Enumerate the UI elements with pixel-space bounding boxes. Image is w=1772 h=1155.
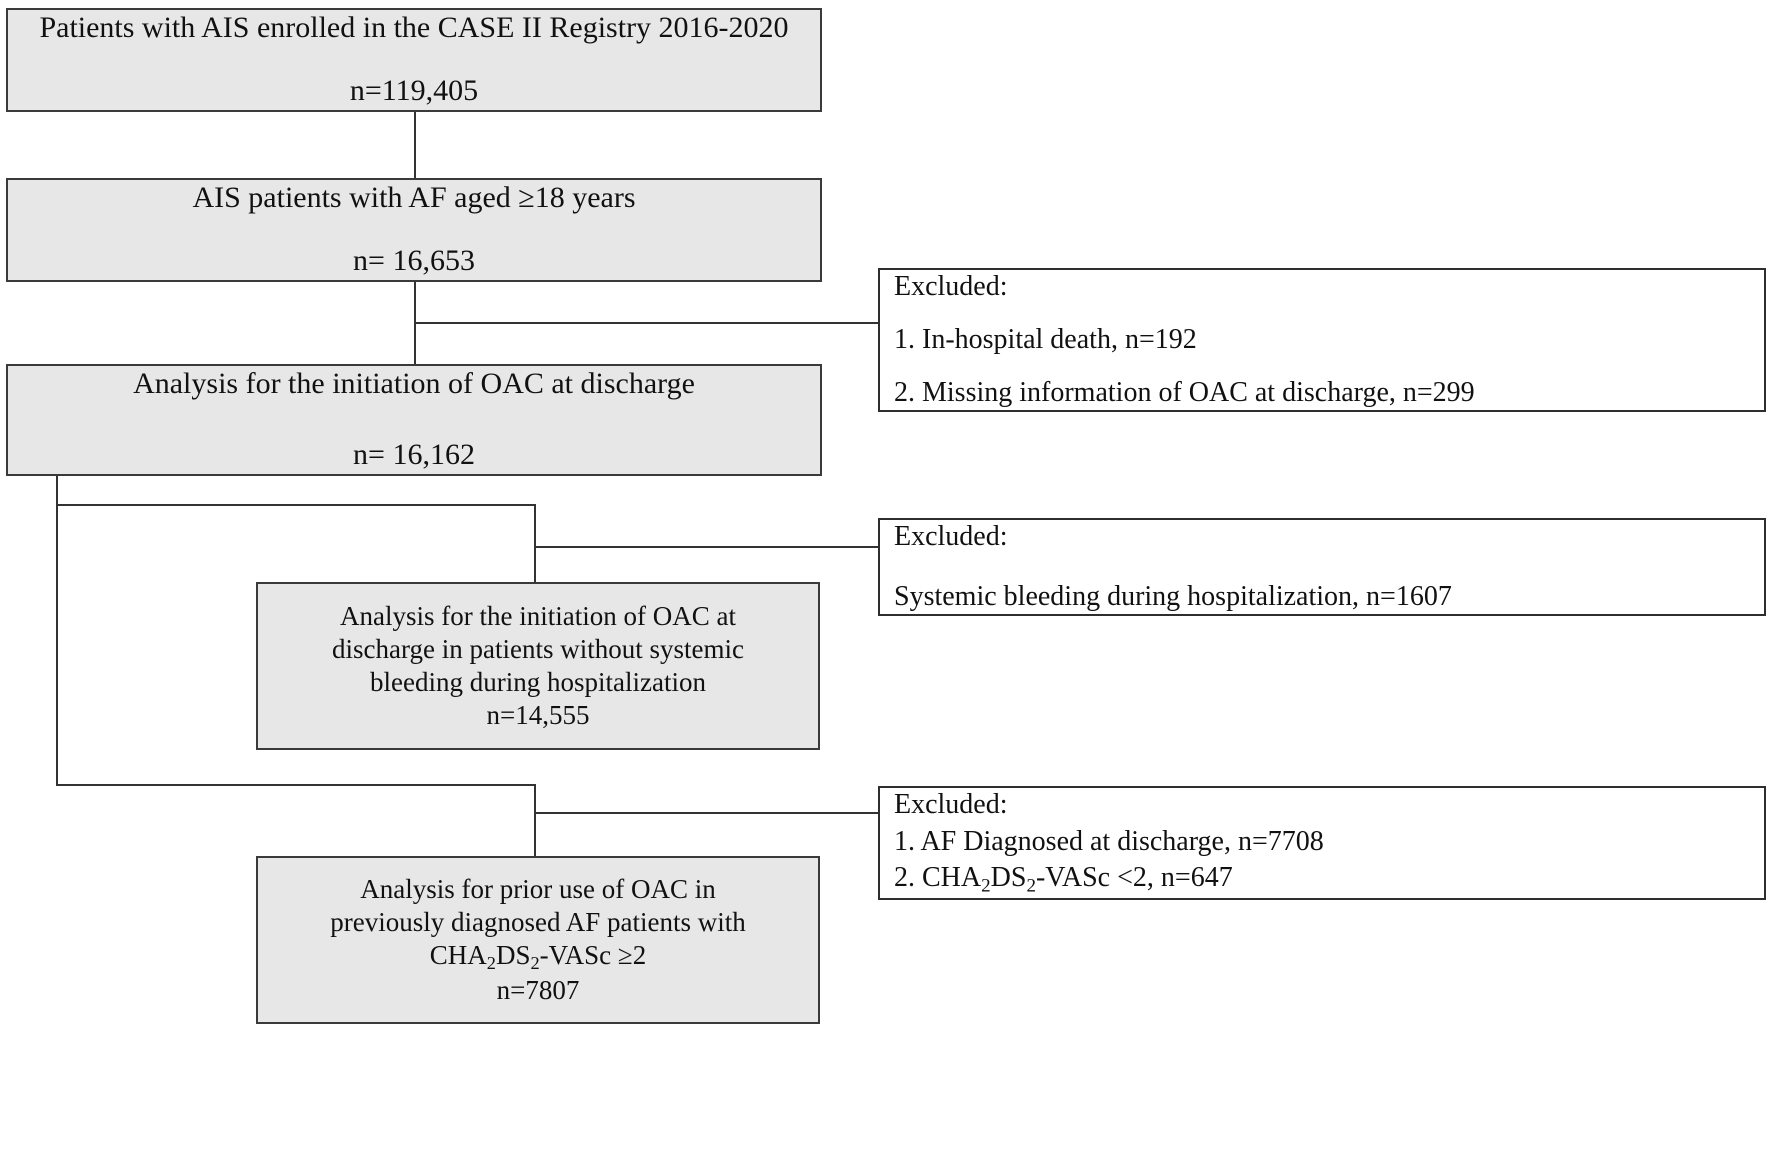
exclusion-box-3-item-2-suffix: -VASc <2, n=647: [1035, 862, 1233, 894]
node-oac-no-bleeding-line3: bleeding during hospitalization: [370, 667, 706, 697]
connector-oacdischarge-stub: [56, 474, 58, 504]
exclusion-box-3-item-2-prefix: 2. CHA: [894, 862, 982, 894]
connector-branch-exclusion-2: [534, 546, 880, 548]
exclusion-box-1: Excluded: 1. In-hospital death, n=192 2.…: [878, 268, 1766, 412]
node-prior-oac-score-sub2: 2: [530, 952, 540, 973]
exclusion-box-3-item-2: 2. CHA2DS2-VASc <2, n=647: [880, 861, 1233, 898]
connector-left-rail: [56, 504, 58, 786]
exclusion-box-3-item-2-sub1: 2: [981, 875, 991, 897]
node-oac-no-bleeding: Analysis for the initiation of OAC at di…: [256, 582, 820, 750]
exclusion-box-2: Excluded: Systemic bleeding during hospi…: [878, 518, 1766, 616]
exclusion-box-1-item-1: 1. In-hospital death, n=192: [894, 323, 1197, 355]
connector-rail-to-prioroac: [56, 784, 536, 786]
node-af-aged-count: n= 16,653: [353, 244, 475, 278]
exclusion-box-3-item-2-mid: DS: [990, 862, 1027, 894]
node-oac-discharge-count: n= 16,162: [353, 438, 475, 471]
exclusion-box-1-header: Excluded:: [894, 271, 1008, 302]
connector-branch-exclusion-3: [534, 812, 880, 814]
node-prior-oac-score: CHA2DS2-VASc ≥2: [258, 939, 818, 975]
exclusion-box-2-item-1: Systemic bleeding during hospitalization…: [894, 580, 1452, 612]
connector-enrolled-to-afaged: [414, 110, 416, 198]
connector-branch-exclusion-1: [414, 322, 880, 324]
node-af-aged: AIS patients with AF aged ≥18 years n= 1…: [6, 178, 822, 282]
exclusion-box-1-item-2: 2. Missing information of OAC at dischar…: [894, 376, 1475, 408]
node-prior-oac-score-sub1: 2: [486, 952, 496, 973]
node-oac-no-bleeding-count: n=14,555: [486, 699, 590, 730]
node-oac-no-bleeding-line2: discharge in patients without systemic: [332, 634, 744, 665]
connector-drop-to-nobleed: [534, 504, 536, 584]
node-prior-oac-line1: Analysis for prior use of OAC in: [360, 873, 716, 904]
exclusion-box-3: Excluded: 1. AF Diagnosed at discharge, …: [878, 786, 1766, 900]
connector-rail-to-nobleed: [56, 504, 536, 506]
node-prior-oac-count: n=7807: [496, 975, 580, 1006]
node-oac-no-bleeding-line1: Analysis for the initiation of OAC at: [340, 601, 736, 632]
exclusion-box-2-header: Excluded:: [894, 521, 1008, 552]
exclusion-box-3-item-1: 1. AF Diagnosed at discharge, n=7708: [894, 825, 1324, 857]
node-oac-discharge: Analysis for the initiation of OAC at di…: [6, 364, 822, 476]
exclusion-box-3-item-2-sub2: 2: [1026, 875, 1036, 897]
node-af-aged-line1: AIS patients with AF aged ≥18 years: [192, 181, 636, 214]
node-enrolled: Patients with AIS enrolled in the CASE I…: [6, 8, 822, 112]
node-enrolled-count: n=119,405: [349, 74, 479, 108]
node-prior-oac: Analysis for prior use of OAC in previou…: [256, 856, 820, 1024]
node-oac-discharge-line1: Analysis for the initiation of OAC at di…: [133, 367, 695, 401]
node-prior-oac-score-suffix: -VASc ≥2: [539, 939, 647, 970]
exclusion-box-3-header: Excluded:: [894, 789, 1008, 820]
node-prior-oac-score-prefix: CHA: [429, 939, 487, 970]
node-prior-oac-line2: previously diagnosed AF patients with: [330, 906, 746, 937]
node-prior-oac-score-mid: DS: [495, 939, 531, 970]
connector-drop-to-prioroac: [534, 784, 536, 858]
node-enrolled-line1: Patients with AIS enrolled in the CASE I…: [39, 11, 789, 44]
